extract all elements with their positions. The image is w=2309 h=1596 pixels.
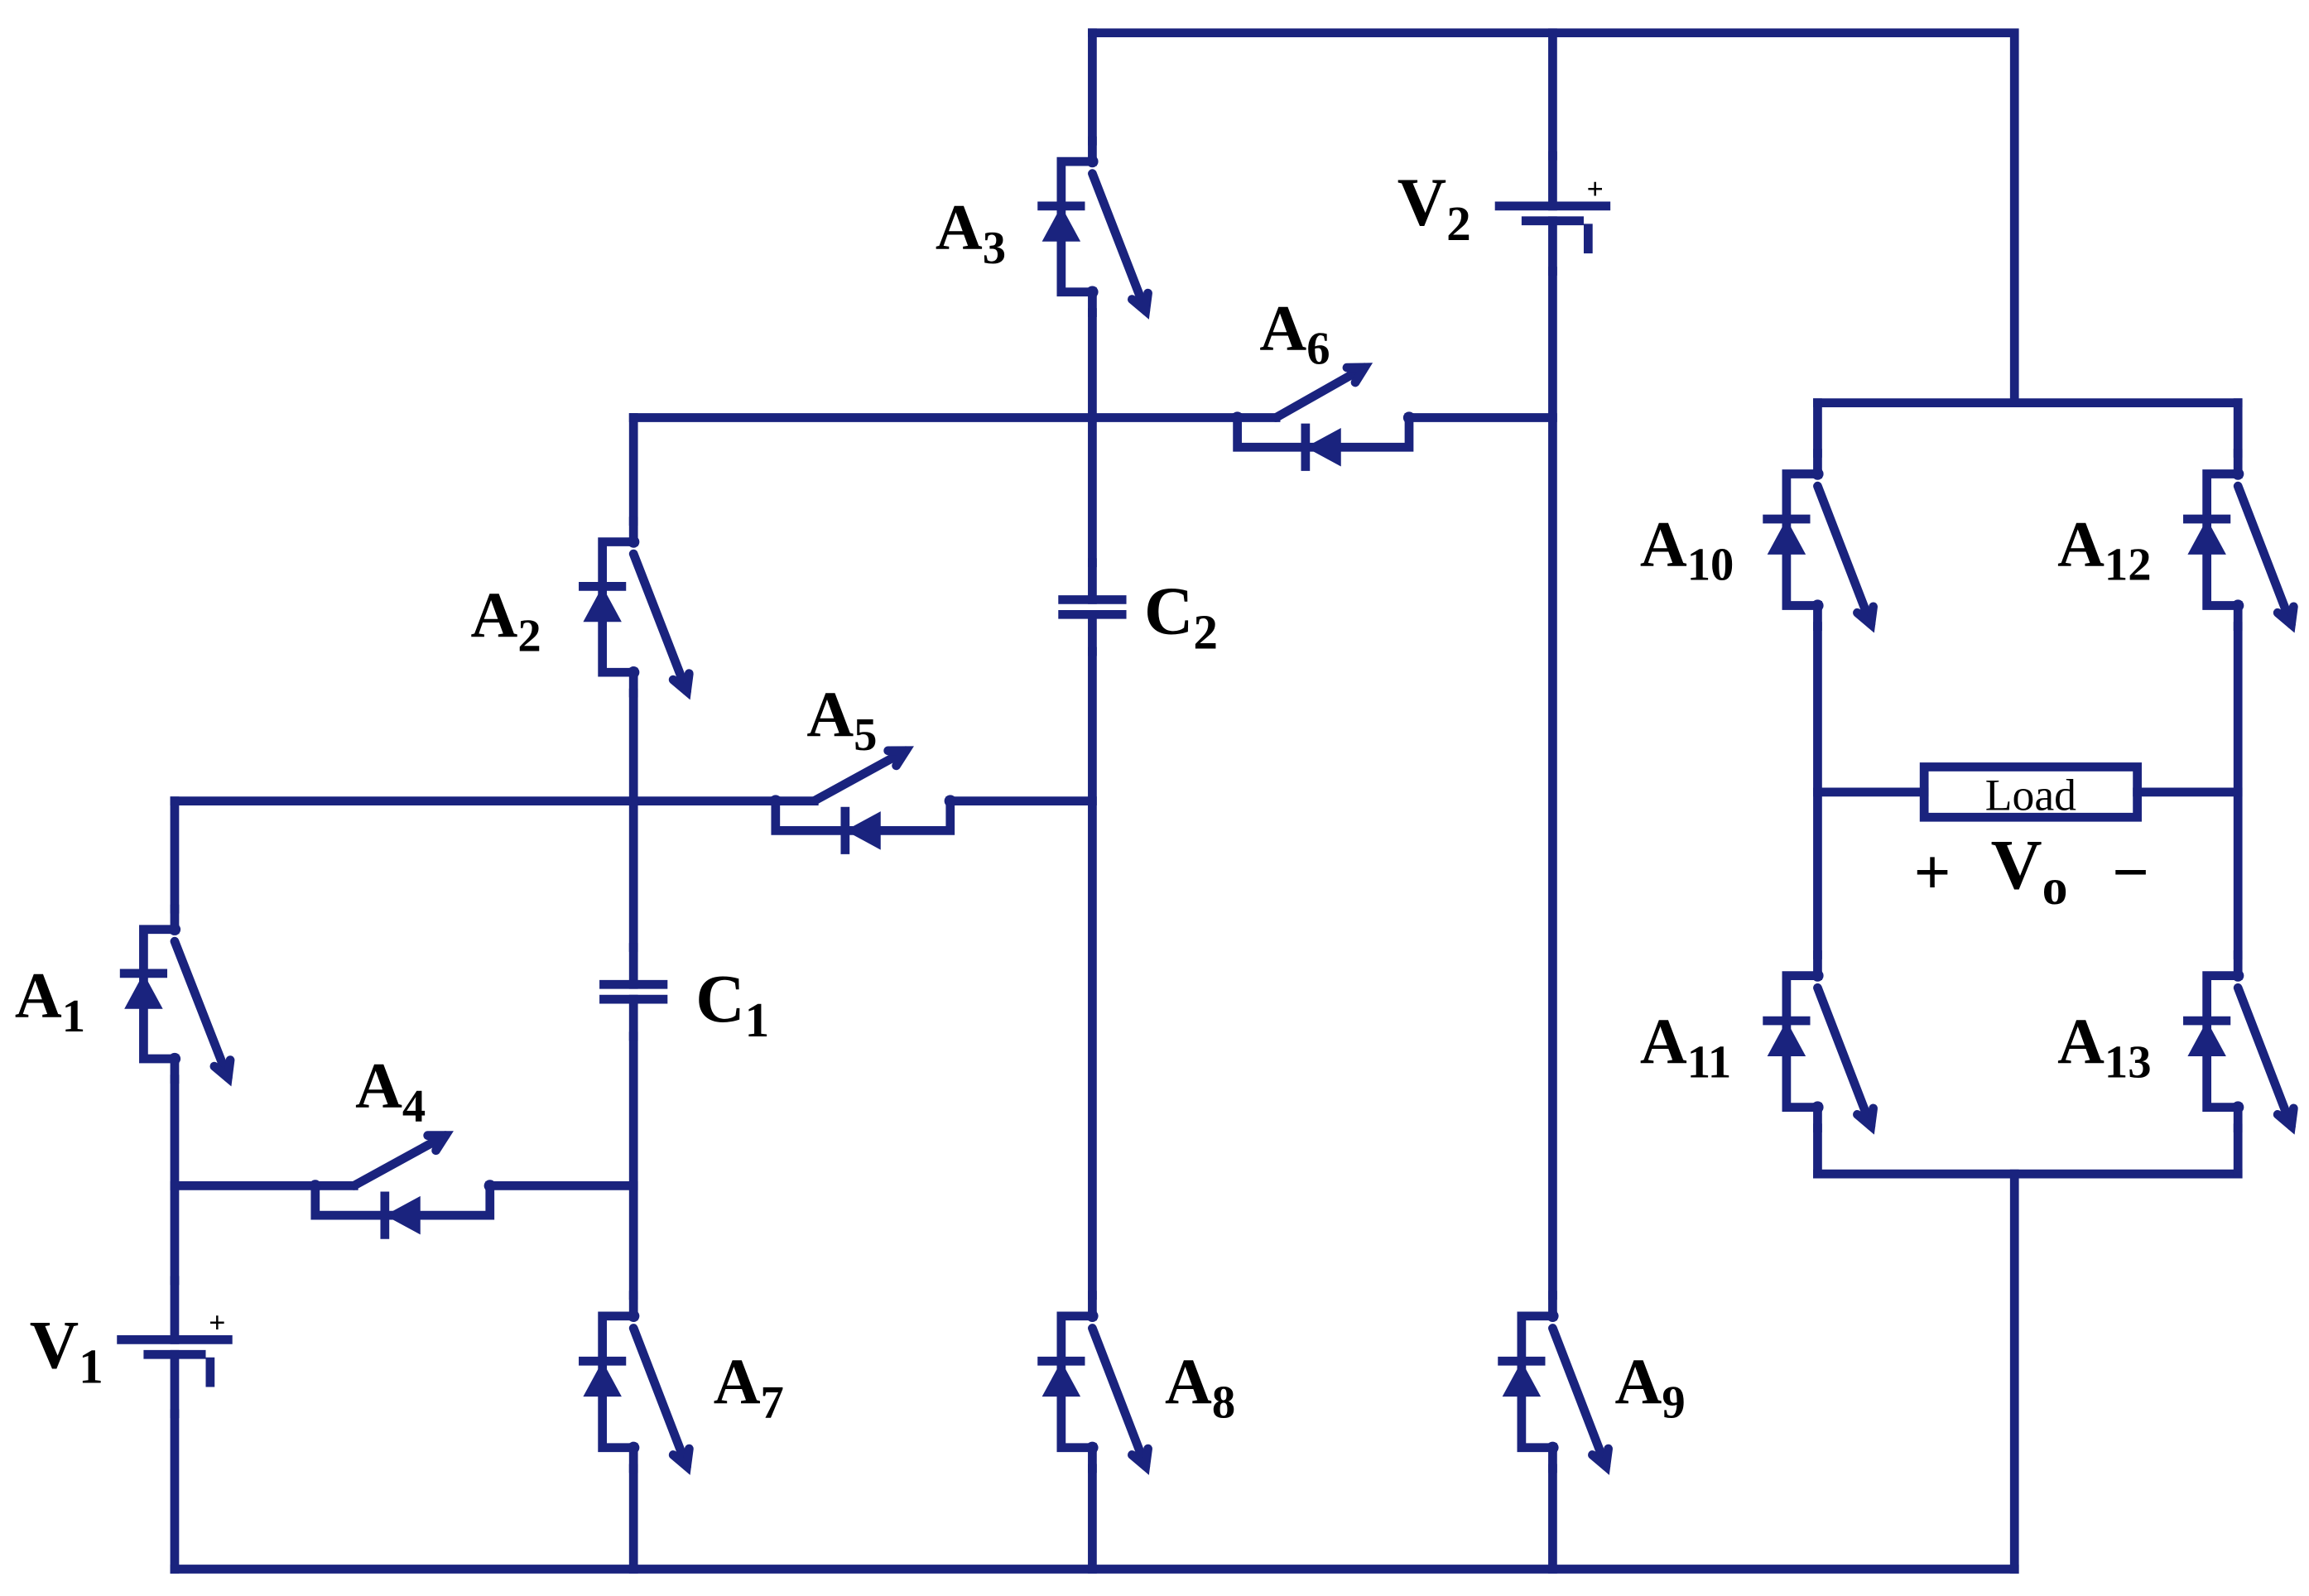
- wires: [170, 28, 2243, 1574]
- switch-a6: [1231, 363, 1416, 471]
- switch-a12: [2183, 449, 2298, 633]
- label-a4: A4: [355, 1050, 426, 1132]
- junction-dot: [628, 1441, 640, 1454]
- label-a6: A6: [1259, 292, 1330, 374]
- label-a3: A3: [936, 192, 1006, 274]
- junction-dot: [944, 795, 956, 807]
- label-a2: A2: [471, 579, 541, 661]
- junction-dot: [1547, 1441, 1559, 1454]
- junction-dot: [1231, 411, 1243, 424]
- junction-dot: [1402, 411, 1416, 424]
- capacitor-c1: [599, 943, 668, 1041]
- source-v2: +: [1494, 151, 1611, 276]
- junction-dot: [628, 1310, 640, 1322]
- output-voltage-label: Vo: [1991, 825, 2068, 916]
- label-a7: A7: [714, 1346, 784, 1428]
- junction-dot: [483, 1180, 496, 1192]
- label-a5: A5: [806, 679, 877, 761]
- label-v1: V1: [30, 1307, 103, 1393]
- source-v1: +: [117, 1276, 233, 1419]
- junction-dot: [1086, 1310, 1099, 1322]
- junction-dot: [1811, 969, 1824, 982]
- junction-dot: [168, 1052, 181, 1065]
- junction-dot: [1086, 1441, 1099, 1454]
- junction-dot: [769, 795, 782, 807]
- junction-dot: [2232, 1101, 2244, 1113]
- junction-dot: [2232, 599, 2244, 612]
- junction-dot: [2232, 969, 2244, 982]
- junction-dot: [628, 666, 640, 679]
- source-v2-plus-sign: +: [1587, 172, 1604, 205]
- junction-dot: [1811, 599, 1824, 612]
- label-a8: A8: [1165, 1346, 1235, 1428]
- source-v1-plus-sign: +: [209, 1305, 225, 1339]
- switch-a13: [2183, 950, 2298, 1135]
- junction-dot: [1811, 1101, 1824, 1113]
- label-v2: V2: [1397, 165, 1471, 251]
- label-c2: C2: [1144, 574, 1218, 660]
- label-a9: A9: [1615, 1346, 1686, 1428]
- junction-dot: [1086, 155, 1099, 168]
- junction-dot: [168, 923, 181, 935]
- load-resistor: Load: [1919, 762, 2142, 822]
- capacitor-c2: [1058, 558, 1127, 656]
- junction-dot: [1086, 286, 1099, 298]
- junction-dot: [628, 536, 640, 548]
- switch-a3: [1037, 136, 1152, 320]
- label-a11: A11: [1640, 1006, 1731, 1088]
- label-c1: C1: [695, 961, 769, 1047]
- top-rail: [1088, 28, 2019, 408]
- switch-a8: [1037, 1291, 1152, 1475]
- devices: + + Load: [117, 136, 2298, 1475]
- junction-dot: [309, 1180, 321, 1192]
- load-label: Load: [1985, 770, 2076, 820]
- output-plus-sign: +: [1914, 837, 1951, 909]
- label-a1: A1: [15, 960, 85, 1042]
- switch-a7: [579, 1291, 694, 1475]
- junction-dot: [1811, 468, 1824, 480]
- switch-a2: [579, 517, 694, 700]
- wire: [170, 1074, 320, 1190]
- junction-dot: [2232, 468, 2244, 480]
- label-a13: A13: [2057, 1006, 2151, 1088]
- switch-a5: [769, 746, 956, 854]
- label-a10: A10: [1640, 508, 1734, 590]
- switch-a4: [309, 1131, 496, 1239]
- label-a12: A12: [2057, 508, 2151, 590]
- switch-a9: [1498, 1291, 1613, 1475]
- switch-a10: [1763, 449, 1878, 633]
- junction-dot: [1547, 1310, 1559, 1322]
- switch-a1: [119, 904, 235, 1087]
- switch-a11: [1763, 950, 1878, 1135]
- output-minus-sign: −: [2112, 837, 2149, 909]
